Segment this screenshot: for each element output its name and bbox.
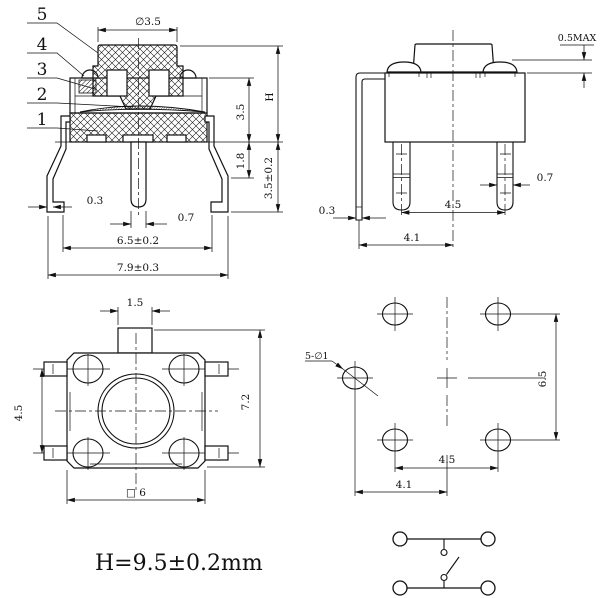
top-dimensions: 1.5 4.5 7.2 □ 6 — [13, 297, 265, 504]
dim-post-width: 0.7 — [178, 212, 195, 224]
contact-moving — [440, 573, 448, 582]
pcb-center-mark — [437, 368, 457, 388]
callout-5: 5 — [37, 5, 48, 25]
dim-lead-thickness: 0.3 — [87, 195, 104, 207]
top-side-pins — [43, 361, 229, 461]
side-body — [384, 72, 526, 143]
callout-1: 1 — [37, 110, 48, 130]
dim-pin-width: 0.7 — [537, 172, 554, 184]
side-button-cap — [412, 43, 495, 73]
dim-lead-span: 6.5±0.2 — [117, 235, 159, 247]
dim-total-height: H — [264, 92, 276, 101]
callout-4: 4 — [37, 35, 48, 55]
side-dimensions: 0.5MAX 0.7 4.5 0.3 4.1 — [319, 33, 597, 249]
front-dimensions: ∅3.5 H 3.5 1.8 3.5±0.2 0.3 0.7 6.5±0.2 — [28, 16, 283, 279]
dim-tab-width: 1.5 — [127, 297, 144, 309]
dim-pin-row-pitch: 4.5 — [13, 405, 25, 422]
top-view: 1.5 4.5 7.2 □ 6 — [13, 297, 265, 504]
dim-overall-height: 7.2 — [240, 394, 252, 411]
callout-2: 2 — [37, 85, 48, 105]
side-bump-left — [386, 61, 422, 73]
dim-lead-height: 3.5±0.2 — [263, 157, 275, 199]
dim-row-span: 6.5 — [537, 371, 549, 388]
front-section-view: 5 4 3 2 1 ∅3.5 H 3.5 1.8 — [27, 5, 283, 279]
top-tab — [117, 327, 153, 354]
dim-hole-spec: 5-∅1 — [305, 351, 329, 362]
contact-fixed — [440, 548, 448, 557]
dim-hole-to-center: 4.1 — [396, 479, 413, 491]
pcb-dimensions: 5-∅1 6.5 4.5 4.1 — [305, 313, 559, 496]
circuit-schematic — [392, 531, 496, 596]
dim-button-protrusion: 0.5MAX — [558, 33, 597, 44]
right-lead — [204, 115, 229, 213]
side-bump-right — [482, 61, 518, 73]
top-corner-contacts — [33, 354, 239, 470]
terminal-pins — [392, 142, 514, 216]
part-callouts: 5 4 3 2 1 — [27, 5, 134, 132]
dim-bend-height: 1.8 — [235, 153, 247, 170]
pcb-hole-pattern: 5-∅1 6.5 4.5 4.1 — [305, 297, 560, 496]
pcb-holes — [337, 297, 560, 496]
dim-stem-diameter: ∅3.5 — [135, 16, 161, 28]
dim-body-square: □ 6 — [126, 487, 146, 499]
dim-body-height: 3.5 — [235, 104, 247, 121]
top-body-square — [66, 352, 206, 469]
dim-bracket-to-center: 4.1 — [404, 232, 421, 244]
callout-3: 3 — [37, 60, 48, 80]
dim-pin-pitch: 4.5 — [445, 199, 462, 211]
dim-overall-width: 7.9±0.3 — [117, 262, 159, 274]
left-lead — [46, 115, 71, 213]
button-cap — [92, 44, 184, 110]
height-spec-note: H=9.5±0.2mm — [95, 551, 263, 576]
switch-arm — [446, 556, 460, 575]
dim-bracket-thickness: 0.3 — [319, 205, 336, 217]
side-view: 0.5MAX 0.7 4.5 0.3 4.1 — [319, 30, 597, 249]
